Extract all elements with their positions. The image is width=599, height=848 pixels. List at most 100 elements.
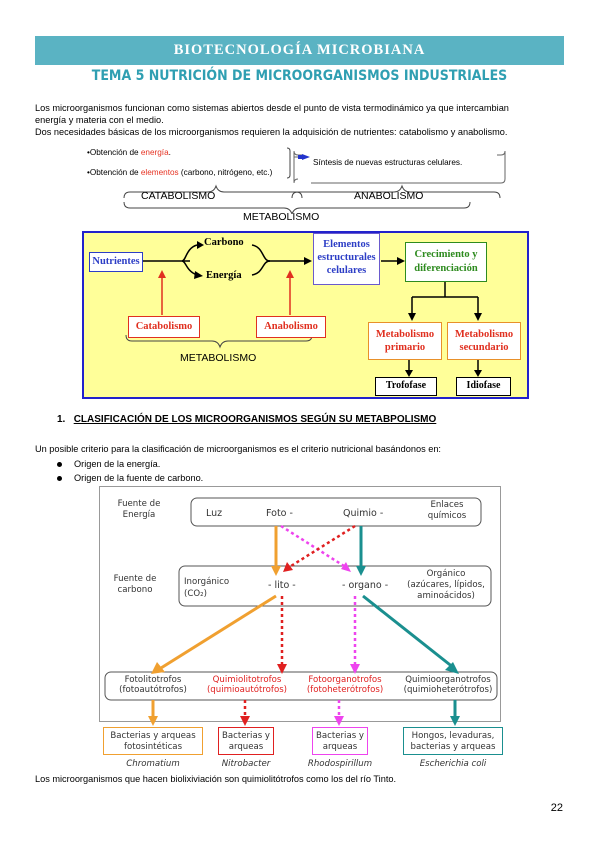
list-item: Origen de la energía. bbox=[57, 458, 203, 470]
fork-line bbox=[181, 244, 198, 262]
fotolitotrofos-arrow bbox=[160, 594, 277, 670]
bullet-icon bbox=[57, 462, 62, 468]
biolixiviation-note: Los microorganismos que hacen biolixivia… bbox=[35, 774, 397, 784]
energy-item: •Obtención de energía. bbox=[87, 148, 171, 157]
arrow-head-icon bbox=[158, 270, 166, 278]
arrow-head-icon bbox=[286, 270, 294, 278]
energia-label: Energía bbox=[206, 270, 242, 281]
anabolism-label: ANABOLISMO bbox=[354, 190, 424, 202]
metabolismo-secundario-box: Metabolismo secundario bbox=[447, 322, 521, 360]
crecimiento-box: Crecimiento y diferenciación bbox=[405, 242, 487, 282]
arrow-head-icon bbox=[405, 370, 413, 377]
anabolismo-box: Anabolismo bbox=[256, 316, 326, 338]
catabolism-items: •Obtención de energía. •Obtención de ele… bbox=[83, 144, 293, 182]
anabolism-brace bbox=[291, 184, 501, 199]
arrow-head-icon bbox=[474, 370, 482, 377]
organico-label: Orgánico (azúcares, lípidos, aminoácidos… bbox=[407, 569, 485, 601]
topic-subtitle: TEMA 5 NUTRICIÓN DE MICROORGANISMOS INDU… bbox=[91, 68, 508, 84]
metabolism-label: METABOLISMO bbox=[243, 211, 320, 223]
arrow-head-icon bbox=[283, 562, 293, 572]
intro-line: Dos necesidades básicas de los microorga… bbox=[35, 127, 508, 137]
quimio-lito-arrow bbox=[290, 524, 356, 568]
fork-line bbox=[181, 260, 198, 276]
anabolism-description: Síntesis de nuevas estructuras celulares… bbox=[313, 158, 463, 167]
diagram-metabolism-label: METABOLISMO bbox=[180, 352, 257, 364]
arrow-head-icon bbox=[304, 257, 312, 265]
fuente-carbono-label: Fuente de carbono bbox=[113, 574, 157, 595]
metabolism-diagram-arrows bbox=[125, 241, 482, 377]
arrow-head-icon bbox=[277, 664, 287, 674]
energy-row-box bbox=[190, 497, 482, 527]
header-band: BIOTECNOLOGÍA MICROBIANA bbox=[35, 36, 564, 65]
intro-paragraph: Los microorganismos funcionan como siste… bbox=[35, 102, 565, 138]
arrow-head-icon bbox=[350, 664, 360, 674]
classification-diagram-arrows bbox=[104, 497, 498, 726]
arrow-head-icon bbox=[148, 716, 158, 726]
example-box: Bacterias y arqueas fotosintéticas bbox=[103, 727, 203, 755]
arrow-head-icon bbox=[197, 241, 204, 249]
elements-item: •Obtención de elementos (carbono, nitróg… bbox=[87, 168, 273, 177]
arrow-icon bbox=[302, 154, 310, 160]
criterion-intro: Un posible criterio para la clasificació… bbox=[35, 444, 441, 454]
idiofase-box: Idiofase bbox=[456, 377, 511, 396]
type-quimioorganotrofos: Quimioorganotrofos(quimioheterótrofos) bbox=[403, 675, 493, 695]
luz-label: Luz bbox=[206, 508, 223, 519]
arrow-icon bbox=[298, 155, 303, 159]
arrow-head-icon bbox=[397, 257, 405, 265]
elementos-box: Elementos estructurales celulares bbox=[313, 233, 380, 285]
nutrientes-box: Nutrientes bbox=[89, 252, 143, 272]
brace-line bbox=[123, 201, 471, 214]
bracket-icon bbox=[286, 147, 291, 179]
catabolismo-box: Catabolismo bbox=[128, 316, 200, 338]
arrow-head-icon bbox=[445, 662, 459, 674]
trofofase-box: Trofofase bbox=[375, 377, 437, 396]
species-label: Nitrobacter bbox=[221, 759, 271, 769]
species-label: Rhodospirillum bbox=[307, 759, 373, 769]
arrow-head-icon bbox=[408, 313, 416, 321]
merge-line bbox=[251, 244, 271, 262]
species-label: Escherichia coli bbox=[419, 759, 487, 769]
lito-label: - lito - bbox=[268, 580, 296, 591]
catabolism-label: CATABOLISMO bbox=[141, 190, 216, 202]
bullet-icon bbox=[57, 476, 62, 482]
example-box: Hongos, levaduras, bacterias y arqueas bbox=[403, 727, 503, 755]
foto-organo-arrow bbox=[280, 524, 345, 568]
arrow-head-icon bbox=[334, 716, 344, 726]
bracket-icon bbox=[293, 178, 299, 184]
foto-label: Foto - bbox=[266, 508, 293, 519]
metabolism-brace bbox=[123, 201, 471, 214]
list-item: Origen de la fuente de carbono. bbox=[57, 472, 203, 484]
enlaces-label: Enlaces químicos bbox=[427, 500, 467, 521]
metabolismo-primario-box: Metabolismo primario bbox=[368, 322, 442, 360]
merge-line bbox=[251, 260, 271, 276]
types-row-box bbox=[104, 671, 498, 701]
species-label: Chromatium bbox=[126, 759, 180, 769]
section-heading: 1. CLASIFICACIÓN DE LOS MICROORGANISMOS … bbox=[57, 414, 436, 425]
metabolism-brace bbox=[125, 334, 313, 349]
quimioorganotrofos-arrow bbox=[362, 594, 455, 670]
type-quimiolitotrofos: Quimiolitotrofos(quimioautótrofos) bbox=[206, 675, 288, 695]
arrow-head-icon bbox=[356, 566, 366, 576]
bracket-icon bbox=[311, 150, 506, 184]
arrow-head-icon bbox=[474, 313, 482, 321]
metabolism-braces bbox=[123, 147, 506, 199]
quimio-label: Quimio - bbox=[343, 508, 384, 519]
section-title: CLASIFICACIÓN DE LOS MICROORGANISMOS SEG… bbox=[73, 414, 437, 425]
arrow-head-icon bbox=[450, 716, 460, 726]
carbono-label: Carbono bbox=[204, 237, 244, 248]
type-fotolitotrofos: Fotolitotrofos(fotoautótrofos) bbox=[119, 675, 187, 695]
arrow-head-icon bbox=[271, 566, 281, 576]
section-number: 1. bbox=[57, 414, 66, 425]
bracket-icon bbox=[293, 150, 302, 156]
arrow-head-icon bbox=[341, 562, 351, 572]
arrow-head-icon bbox=[240, 716, 250, 726]
intro-line: Los microorganismos funcionan como siste… bbox=[35, 103, 509, 113]
example-box: Bacterias y arqueas bbox=[312, 727, 368, 755]
arrow-head-icon bbox=[151, 662, 165, 674]
arrow-head-icon bbox=[194, 271, 203, 279]
type-fotoorganotrofos: Fotoorganotrofos(fotoheterótrofos) bbox=[306, 675, 384, 695]
page-number: 22 bbox=[550, 802, 563, 814]
intro-line: energía y materia con el medio. bbox=[35, 115, 164, 125]
organo-label: - organo - bbox=[342, 580, 389, 591]
example-box: Bacterias y arqueas bbox=[218, 727, 274, 755]
